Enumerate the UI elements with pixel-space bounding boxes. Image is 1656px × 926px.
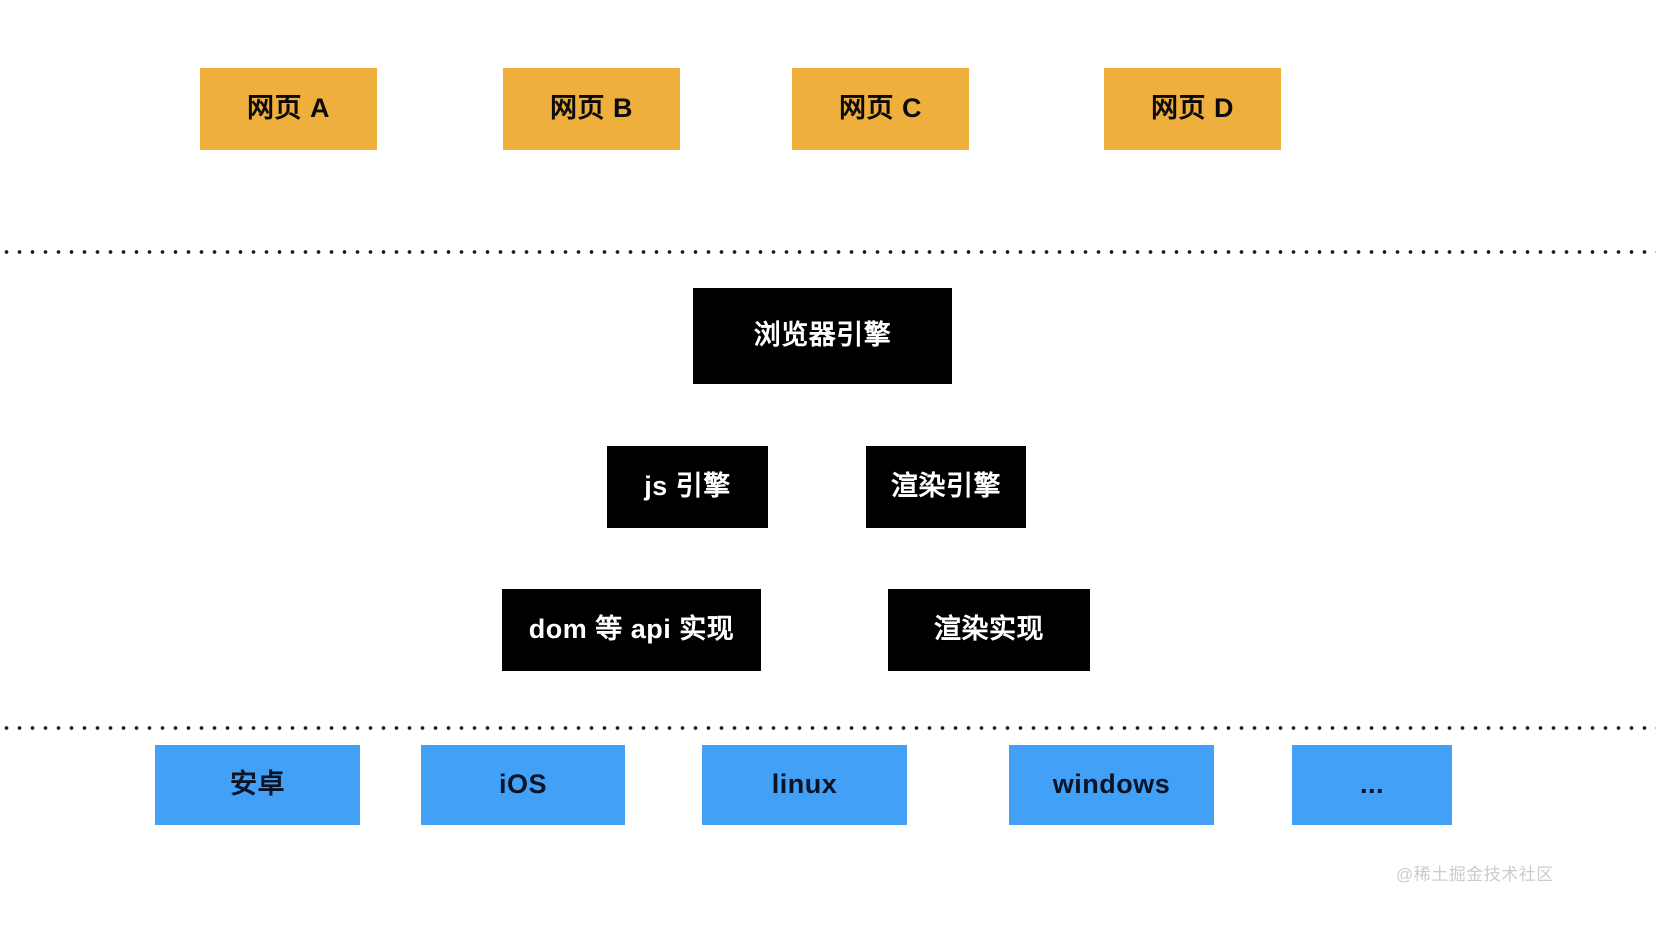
node-render-impl: 渲染实现 bbox=[888, 589, 1090, 671]
watermark: @稀土掘金技术社区 bbox=[1396, 865, 1554, 884]
node-js-engine: js 引擎 bbox=[607, 446, 768, 528]
node-page-a: 网页 A bbox=[200, 68, 377, 150]
node-os-ios: iOS bbox=[421, 745, 625, 825]
node-page-c: 网页 C bbox=[792, 68, 969, 150]
node-dom-api-impl: dom 等 api 实现 bbox=[502, 589, 761, 671]
node-render-engine: 渲染引擎 bbox=[866, 446, 1026, 528]
divider-pages-engine bbox=[0, 250, 1656, 254]
node-os-android: 安卓 bbox=[155, 745, 360, 825]
node-os-other: ... bbox=[1292, 745, 1452, 825]
node-os-linux: linux bbox=[702, 745, 907, 825]
node-browser-engine: 浏览器引擎 bbox=[693, 288, 952, 384]
node-os-windows: windows bbox=[1009, 745, 1214, 825]
node-page-b: 网页 B bbox=[503, 68, 680, 150]
node-page-d: 网页 D bbox=[1104, 68, 1281, 150]
divider-engine-os bbox=[0, 726, 1656, 730]
